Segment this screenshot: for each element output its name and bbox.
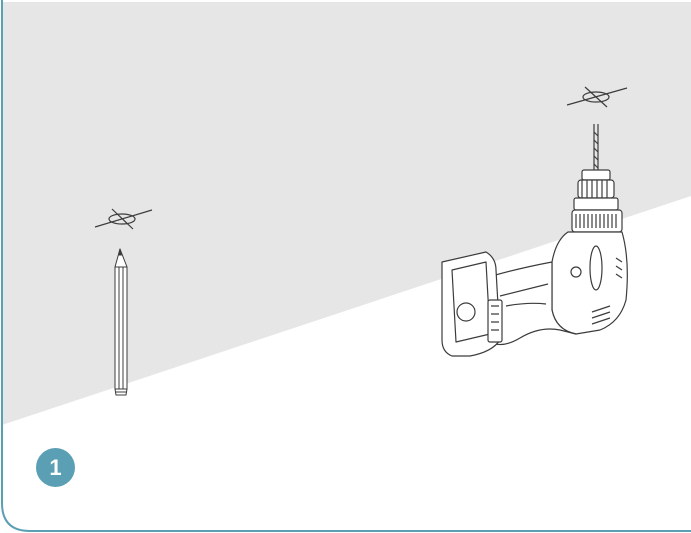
wall-icon (2, 2, 691, 425)
drill-mark-icon (94, 208, 153, 230)
drill-mark-icon (566, 86, 628, 108)
drill-icon (441, 124, 628, 357)
pencil-icon (114, 248, 128, 396)
step-number-badge: 1 (36, 448, 75, 487)
